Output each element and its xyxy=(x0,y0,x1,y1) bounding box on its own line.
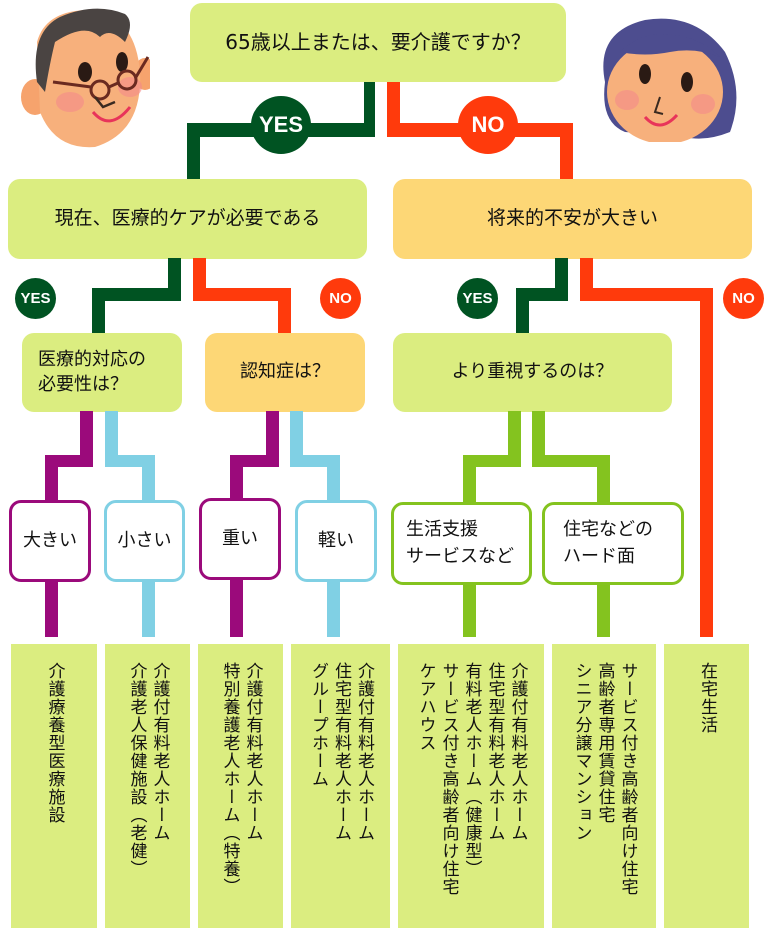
connector xyxy=(463,455,521,467)
yes-badge: YES xyxy=(15,278,56,319)
connector xyxy=(105,411,118,467)
question-dementia: 認知症は？ xyxy=(205,333,365,412)
result-item: 在宅生活 xyxy=(697,662,717,734)
connector xyxy=(508,411,521,467)
label-line: 生活支援 xyxy=(406,519,478,541)
connector xyxy=(92,288,181,301)
connector xyxy=(230,578,243,637)
connector xyxy=(463,583,476,637)
result-item: 介護療養型医療施設 xyxy=(44,662,65,824)
result-column-2: 介護付有料老人ホーム介護老人保健施設（老健） xyxy=(105,644,190,928)
connector xyxy=(230,455,243,499)
result-list: 介護療養型医療施設 xyxy=(43,662,66,928)
connector xyxy=(142,455,155,501)
label-line: 住宅などの xyxy=(563,519,653,541)
label-line: 医療的対応の xyxy=(38,349,146,371)
connector xyxy=(516,288,529,334)
connector xyxy=(290,411,303,467)
connector xyxy=(266,411,279,467)
connector xyxy=(142,580,155,637)
yes-badge: YES xyxy=(251,96,311,154)
option-heavy: 重い xyxy=(199,498,281,580)
connector xyxy=(580,288,713,301)
connector xyxy=(532,455,610,467)
result-item: 高齢者専用賃貸住宅 xyxy=(594,662,615,824)
result-item: サービス付き高齢者向け住宅 xyxy=(617,662,638,896)
elderly-woman-illustration xyxy=(603,18,737,142)
question-future-anxiety: 将来的不安が大きい xyxy=(393,179,752,259)
result-column-3: 介護付有料老人ホーム特別養護老人ホーム（特養） xyxy=(198,644,283,928)
result-item: 介護付有料老人ホーム xyxy=(507,662,528,842)
result-item: サービス付き高齢者向け住宅 xyxy=(438,662,459,896)
no-badge: NO xyxy=(320,278,361,319)
connector-yes-1 xyxy=(364,82,375,137)
connector-yes-1v xyxy=(187,123,200,180)
result-item: グループホーム xyxy=(308,662,328,788)
result-item: 有料老人ホーム（健康型） xyxy=(461,662,482,878)
yes-badge: YES xyxy=(457,278,498,319)
result-item: 特別養護老人ホーム（特養） xyxy=(219,662,240,896)
connector-no-1v xyxy=(560,123,573,180)
connector xyxy=(193,288,291,301)
elderly-man-illustration xyxy=(21,8,150,148)
result-item: 介護付有料老人ホーム xyxy=(242,662,263,842)
result-item: ケアハウス xyxy=(415,662,436,752)
question-medical-care-needed: 現在、医療的ケアが必要である xyxy=(8,179,367,259)
connector xyxy=(700,288,713,637)
connector xyxy=(532,411,545,467)
label-line: サービスなど xyxy=(406,545,514,567)
result-item: 介護付有料老人ホーム xyxy=(149,662,170,842)
connector xyxy=(327,580,340,637)
result-item: シニア分譲マンション xyxy=(571,662,592,842)
label-line: ハード面 xyxy=(563,545,635,567)
connector xyxy=(45,580,58,637)
result-list: 介護付有料老人ホーム住宅型有料老人ホーム有料老人ホーム（健康型）サービス付き高齢… xyxy=(414,662,529,928)
option-housing: 住宅などの ハード面 xyxy=(542,502,684,585)
question-medical-need: 医療的対応の 必要性は？ xyxy=(22,333,182,412)
no-badge: NO xyxy=(723,278,764,319)
connector xyxy=(463,455,476,503)
result-item: 介護付有料老人ホーム xyxy=(354,662,374,842)
option-large: 大きい xyxy=(9,500,91,582)
no-badge: NO xyxy=(458,96,518,154)
connector xyxy=(516,288,568,301)
connector xyxy=(278,288,291,334)
result-item: 介護老人保健施設（老健） xyxy=(126,662,147,878)
connector xyxy=(45,455,58,501)
result-list: 介護付有料老人ホーム住宅型有料老人ホームグループホーム xyxy=(306,662,375,928)
option-small: 小さい xyxy=(104,500,185,582)
connector xyxy=(80,411,93,467)
connector xyxy=(597,455,610,503)
option-light: 軽い xyxy=(295,500,377,582)
result-list: サービス付き高齢者向け住宅高齢者専用賃貸住宅シニア分譲マンション xyxy=(570,662,639,928)
result-item: 住宅型有料老人ホーム xyxy=(331,662,351,842)
label-line: 必要性は？ xyxy=(38,373,128,395)
connector xyxy=(597,583,610,637)
result-list: 介護付有料老人ホーム特別養護老人ホーム（特養） xyxy=(218,662,264,928)
question-age-or-care: 65歳以上または、要介護ですか？ xyxy=(190,3,566,82)
result-item: 住宅型有料老人ホーム xyxy=(484,662,505,842)
connector xyxy=(327,455,340,501)
option-life-support: 生活支援 サービスなど xyxy=(391,502,532,585)
result-list: 在宅生活 xyxy=(695,662,718,928)
result-column-1: 介護療養型医療施設 xyxy=(11,644,97,928)
result-column-6: サービス付き高齢者向け住宅高齢者専用賃貸住宅シニア分譲マンション xyxy=(552,644,656,928)
result-column-7: 在宅生活 xyxy=(664,644,749,928)
result-list: 介護付有料老人ホーム介護老人保健施設（老健） xyxy=(125,662,171,928)
connector xyxy=(92,288,105,334)
question-priority: より重視するのは？ xyxy=(393,333,672,412)
result-column-5: 介護付有料老人ホーム住宅型有料老人ホーム有料老人ホーム（健康型）サービス付き高齢… xyxy=(398,644,544,928)
result-column-4: 介護付有料老人ホーム住宅型有料老人ホームグループホーム xyxy=(291,644,390,928)
